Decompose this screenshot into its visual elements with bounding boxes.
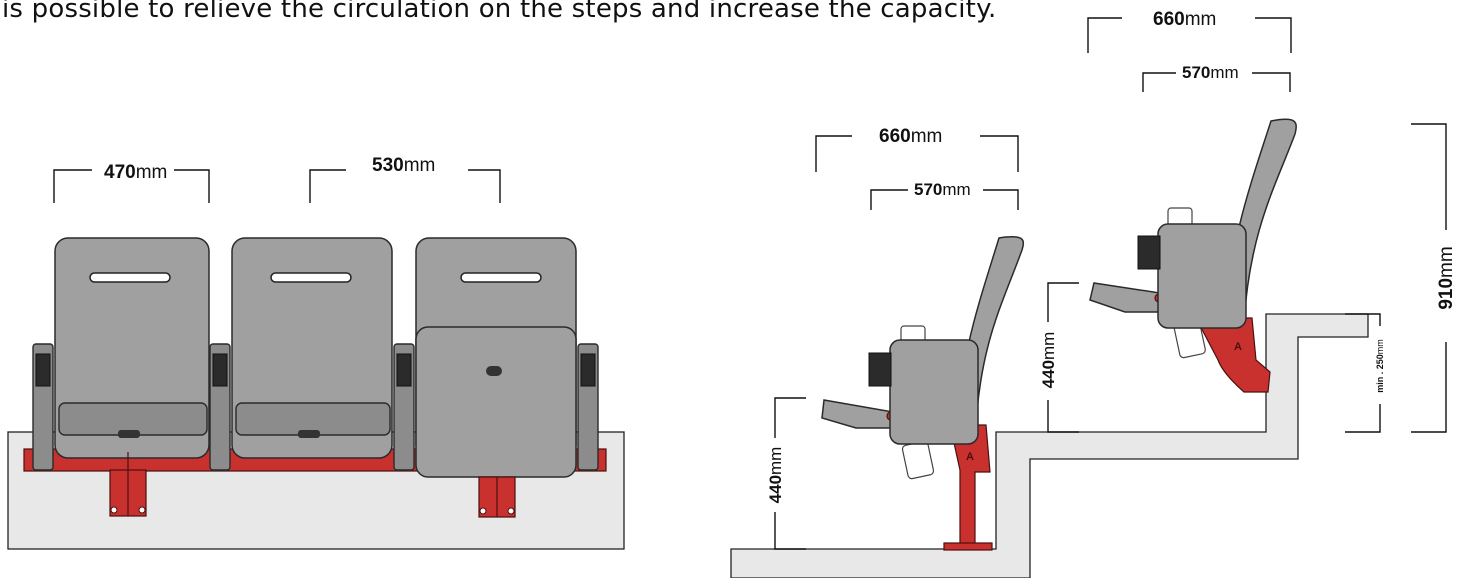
svg-text:440mm: 440mm: [1039, 332, 1058, 389]
side-seat-lower: A: [821, 236, 1025, 551]
svg-text:660mm: 660mm: [1153, 9, 1216, 30]
dim-lower-seat-depth-value: 570: [914, 180, 942, 199]
dim-lower-row-depth-value: 660: [879, 126, 911, 147]
dim-unit: mm: [1375, 339, 1385, 354]
dim-riser-label: min . 250: [1375, 354, 1385, 393]
dim-seat-width: 470mm: [53, 162, 210, 203]
dim-unit: mm: [1436, 246, 1457, 278]
dim-lower-row-depth: 660mm: [815, 126, 1019, 172]
side-seat-upper: A: [1089, 118, 1297, 393]
dim-riser-height: min . 250mm: [1345, 313, 1385, 433]
dim-upper-row-depth: 660mm: [1087, 9, 1292, 53]
caption-text: is possible to relieve the circulation o…: [2, 0, 997, 24]
dim-total-height-value: 910: [1436, 278, 1457, 310]
side-view: A A 660mm 570mm: [730, 9, 1457, 578]
dim-upper-seat-depth: 570mm: [1142, 63, 1291, 92]
dim-unit: mm: [1039, 332, 1058, 360]
svg-text:min . 250mm: min . 250mm: [1375, 339, 1385, 393]
front-seat-1: [32, 237, 210, 517]
dim-upper-seat-depth-value: 570: [1182, 63, 1210, 82]
svg-text:470mm: 470mm: [104, 162, 167, 183]
front-seat-3-folded: [393, 237, 599, 518]
dim-unit: mm: [1185, 9, 1217, 30]
dim-unit: mm: [942, 180, 970, 199]
dim-seat-pitch: 530mm: [309, 155, 501, 203]
svg-text:440mm: 440mm: [766, 447, 785, 504]
front-seat-2: [209, 237, 393, 471]
dim-unit: mm: [136, 162, 168, 183]
dim-lower-seat-height: 440mm: [766, 397, 806, 550]
svg-text:A: A: [1234, 341, 1242, 353]
svg-text:660mm: 660mm: [879, 126, 942, 147]
dim-total-height: 910mm: [1411, 123, 1457, 433]
dim-unit: mm: [1210, 63, 1238, 82]
svg-text:570mm: 570mm: [914, 180, 971, 199]
svg-text:910mm: 910mm: [1436, 246, 1457, 309]
dim-unit: mm: [911, 126, 943, 147]
dim-upper-row-depth-value: 660: [1153, 9, 1185, 30]
svg-text:A: A: [966, 451, 974, 463]
dim-lower-seat-depth: 570mm: [870, 180, 1019, 210]
front-view: 470mm 530mm: [7, 155, 625, 550]
dim-upper-seat-height-value: 440: [1039, 360, 1058, 388]
svg-text:530mm: 530mm: [372, 155, 435, 176]
dim-seat-width-value: 470: [104, 162, 136, 183]
dim-lower-seat-height-value: 440: [766, 475, 785, 503]
dim-upper-seat-height: 440mm: [1039, 282, 1079, 433]
dim-seat-pitch-value: 530: [372, 155, 404, 176]
svg-text:570mm: 570mm: [1182, 63, 1239, 82]
dim-unit: mm: [404, 155, 436, 176]
dim-unit: mm: [766, 447, 785, 475]
